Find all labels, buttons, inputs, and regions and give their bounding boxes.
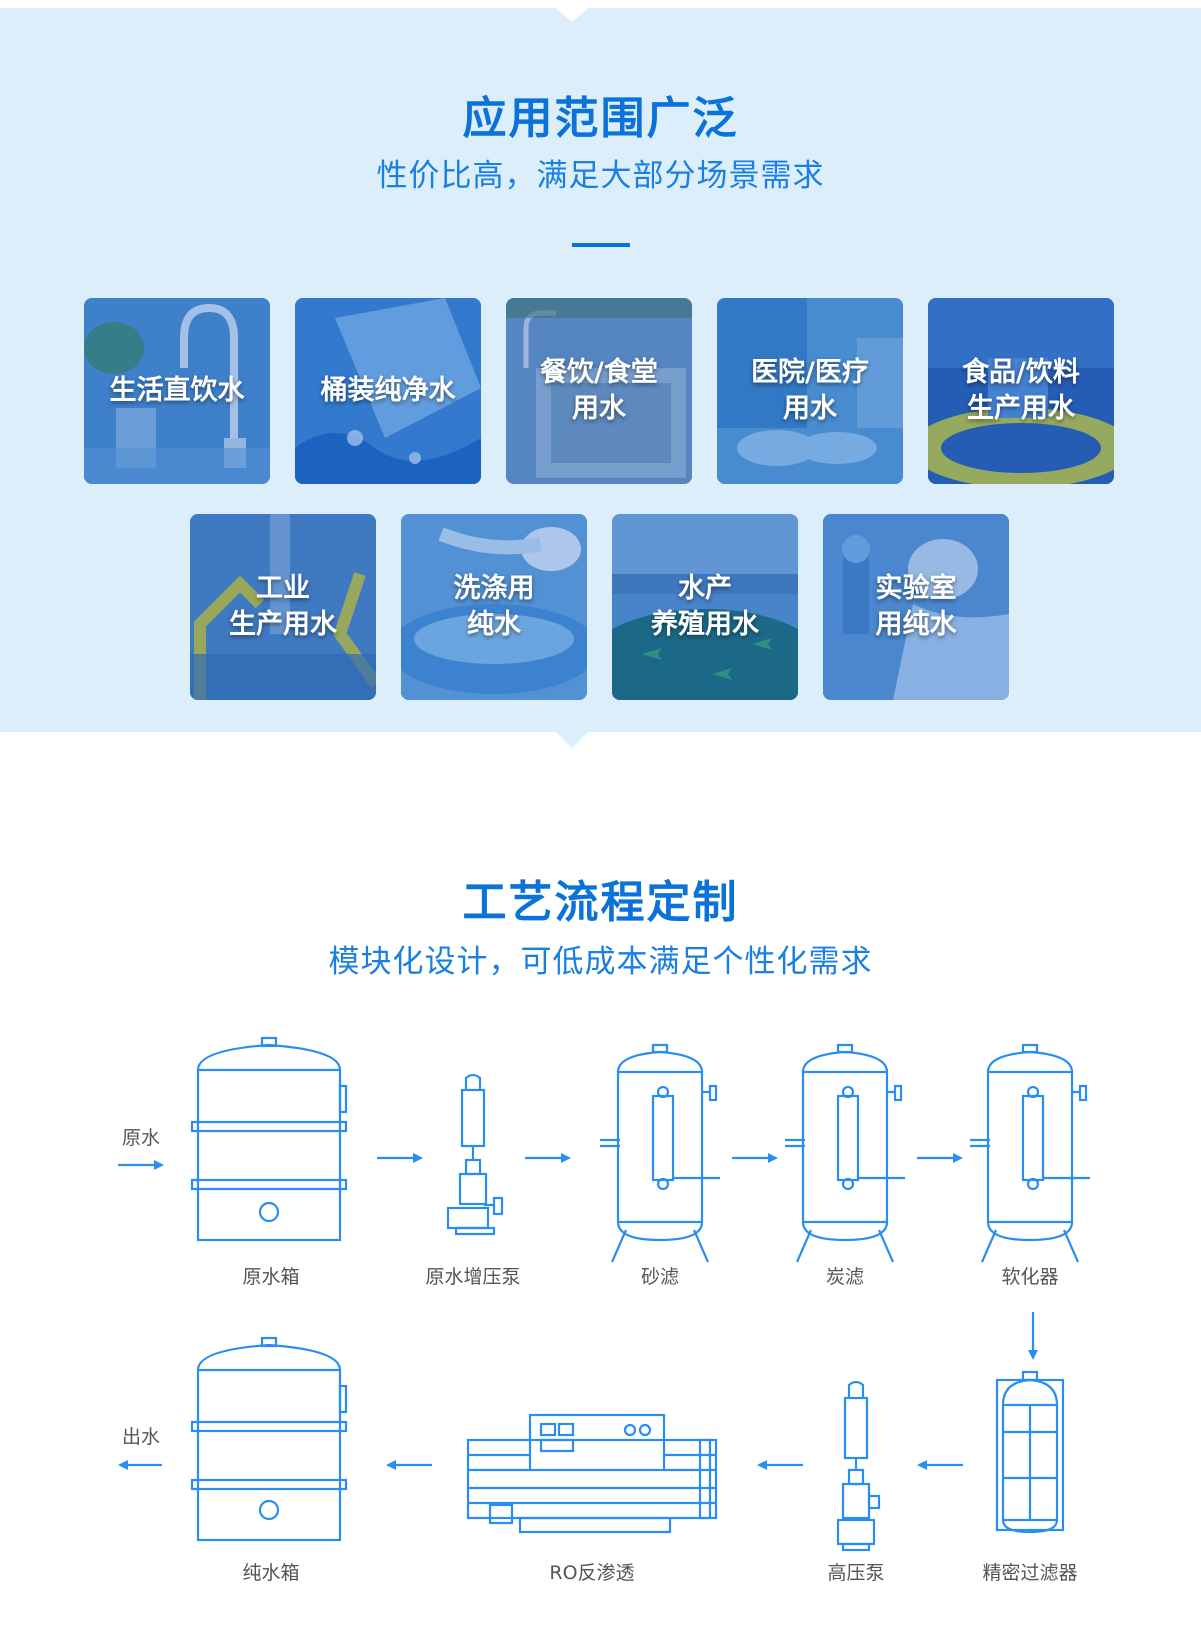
water-bottle-image [295, 298, 481, 484]
section-title: 应用范围广泛 [462, 93, 739, 144]
card-label: 医院/医疗用水 [751, 357, 869, 424]
caption-raw-water-tank: 原水箱 [242, 1266, 300, 1288]
faucet-image [84, 298, 270, 484]
caption-booster-pump: 原水增压泵 [425, 1266, 521, 1288]
precision-filter-icon [995, 1370, 1065, 1534]
card-label: 洗涤用纯水 [453, 573, 535, 640]
caption-carbon-filter: 炭滤 [825, 1266, 864, 1288]
card-catering-water[interactable]: 餐饮/食堂用水 [506, 298, 692, 484]
sand-filter-icon [600, 1043, 720, 1263]
kitchen-sink-image [506, 298, 692, 484]
card-label: 水产养殖用水 [651, 573, 759, 640]
bottling-line-image [928, 298, 1114, 484]
card-aquaculture-water[interactable]: 水产养殖用水 [612, 514, 798, 700]
ro-unit-icon [466, 1413, 718, 1534]
booster-pump-icon [446, 1073, 504, 1236]
softener-icon [970, 1043, 1090, 1263]
card-industrial-water[interactable]: 工业生产用水 [190, 514, 376, 700]
card-label: 实验室用纯水 [875, 573, 957, 640]
caption-precision-filter: 精密过滤器 [982, 1562, 1078, 1584]
high-pressure-pump-icon [836, 1380, 881, 1552]
process-title: 工艺流程定制 [462, 877, 739, 928]
card-label: 食品/饮料生产用水 [962, 357, 1080, 424]
caption-sand-filter: 砂滤 [640, 1266, 679, 1288]
caption-softener: 软化器 [1001, 1266, 1059, 1288]
caption-pure-water-tank: 纯水箱 [242, 1562, 300, 1584]
hand-washing-image [717, 298, 903, 484]
process-subtitle: 模块化设计，可低成本满足个性化需求 [328, 944, 873, 980]
title-divider [572, 243, 630, 247]
card-label: 工业生产用水 [229, 573, 337, 640]
application-section: 应用范围广泛 性价比高，满足大部分场景需求 生活直饮水 桶装纯净水 [0, 0, 1201, 790]
carbon-filter-icon [785, 1043, 905, 1263]
fish-farm-image [612, 514, 798, 700]
process-diagram [118, 1036, 1090, 1552]
card-label: 桶装纯净水 [320, 375, 456, 406]
robot-arms-image [190, 514, 376, 700]
card-bottled-water[interactable]: 桶装纯净水 [295, 298, 481, 484]
card-laboratory-water[interactable]: 实验室用纯水 [823, 514, 1009, 700]
inlet-label: 原水 [122, 1127, 161, 1149]
caption-ro-unit: RO反渗透 [549, 1562, 635, 1584]
outlet-label: 出水 [122, 1426, 161, 1448]
raw-water-tank-icon [190, 1036, 348, 1242]
card-food-beverage-water[interactable]: 食品/饮料生产用水 [928, 298, 1114, 484]
washing-basin-image [401, 514, 587, 700]
card-washing-water[interactable]: 洗涤用纯水 [401, 514, 587, 700]
pure-water-tank-icon [190, 1336, 348, 1542]
caption-high-pressure-pump: 高压泵 [827, 1562, 885, 1584]
card-label: 餐饮/食堂用水 [540, 357, 658, 424]
section-subtitle: 性价比高，满足大部分场景需求 [376, 158, 825, 194]
laboratory-image [823, 514, 1009, 700]
card-label: 生活直饮水 [109, 375, 245, 406]
card-drinking-water[interactable]: 生活直饮水 [84, 298, 270, 484]
card-hospital-water[interactable]: 医院/医疗用水 [717, 298, 903, 484]
